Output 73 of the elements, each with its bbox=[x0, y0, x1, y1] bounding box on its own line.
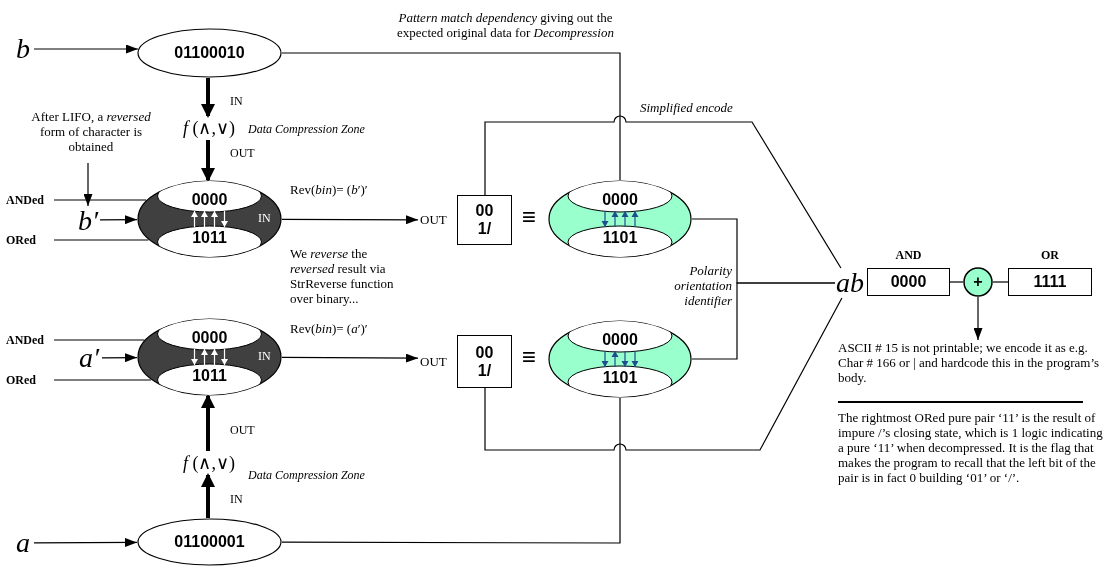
bit-box: 00 1/ bbox=[457, 335, 512, 388]
arrow bbox=[101, 353, 138, 363]
byte-ellipse bbox=[137, 518, 282, 566]
variable-label: b′ bbox=[76, 206, 100, 234]
arrow bbox=[99, 215, 138, 225]
bit-value: 1011 bbox=[191, 229, 228, 247]
bit-box: 0000 bbox=[867, 268, 950, 296]
edge-label: Rev(bin)= (b′)′ bbox=[290, 182, 368, 197]
bit-value: 1101 bbox=[601, 369, 639, 387]
bit-value: 0000 bbox=[601, 331, 639, 349]
arrow bbox=[33, 537, 138, 547]
connector-line bbox=[53, 339, 145, 341]
arrow bbox=[281, 215, 419, 225]
torus-shape bbox=[548, 180, 692, 258]
note-text: The rightmost ORed pure pair ‘11’ is the result of impure /’s closing state, which is 1 logic indicating a pure ‘11’ when decompressed. It is the flag that makes the program to recall that the left bit of the pair is in fact 0 building ‘01’ or ‘/’. bbox=[838, 410, 1104, 485]
side-label: ORed bbox=[6, 231, 54, 249]
connector-line bbox=[949, 281, 964, 283]
variable-label: a bbox=[12, 528, 34, 558]
torus-shape bbox=[137, 180, 282, 258]
bit-box: 1111 bbox=[1008, 268, 1092, 296]
edge-label: Rev(bin)= (a′)′ bbox=[290, 321, 368, 336]
arrow bbox=[281, 353, 419, 363]
function-label: f (∧,∨) bbox=[178, 451, 240, 475]
connector-line bbox=[992, 281, 1009, 283]
connector-line bbox=[691, 282, 836, 360]
arrow bbox=[33, 44, 139, 54]
bit-value: 1011 bbox=[191, 367, 228, 385]
variable-label: ab bbox=[835, 268, 865, 298]
bit-value: 0000 bbox=[190, 329, 229, 347]
note-text: ASCII # 15 is not printable; we encode it as e.g. Char # 166 or | and hardcode this in the program’s body. bbox=[838, 340, 1106, 388]
torus-shape bbox=[548, 320, 692, 398]
arrow bbox=[201, 473, 215, 518]
bit-value: 01100001 bbox=[173, 533, 246, 551]
torus-shape bbox=[137, 318, 282, 396]
arrow bbox=[201, 394, 215, 451]
variable-label: a′ bbox=[76, 343, 102, 373]
port-label: OUT bbox=[420, 212, 447, 228]
connector-line bbox=[484, 297, 843, 451]
xor-circle bbox=[963, 267, 993, 297]
zone-label: Data Compression Zone bbox=[248, 468, 365, 482]
edge-label: Simplified encode bbox=[640, 100, 733, 115]
side-label: ANDed bbox=[6, 191, 54, 209]
gate-label: OR bbox=[1040, 248, 1060, 263]
bit-value: 0000 bbox=[190, 191, 229, 209]
arrow bbox=[201, 78, 215, 118]
arrow bbox=[201, 140, 215, 182]
note-text: We reverse the reversed result via StrReverse function over binary... bbox=[290, 246, 395, 306]
operator-symbol: + bbox=[972, 273, 984, 291]
bit-value: 0000 bbox=[601, 191, 639, 209]
connector-line bbox=[53, 239, 149, 241]
variable-label: b bbox=[12, 34, 34, 64]
port-label: OUT bbox=[420, 353, 447, 370]
gate-label: AND bbox=[894, 248, 923, 263]
byte-ellipse bbox=[137, 28, 282, 78]
bit-box: 00 1/ bbox=[457, 195, 512, 245]
connector-line bbox=[484, 115, 842, 269]
side-label: ANDed bbox=[6, 331, 54, 349]
bit-value: 01100010 bbox=[173, 44, 246, 62]
zone-label: Data Compression Zone bbox=[248, 122, 365, 136]
port-label: IN bbox=[258, 211, 271, 226]
arrow bbox=[973, 296, 983, 341]
connector-line bbox=[281, 52, 621, 181]
port-label: IN bbox=[258, 349, 271, 364]
connector-line bbox=[53, 379, 152, 381]
connector-line bbox=[53, 199, 147, 201]
note-text: After LIFO, a reversed form of character is obtained bbox=[20, 109, 162, 163]
equivalence-sign: ≡ bbox=[522, 344, 536, 370]
equivalence-sign: ≡ bbox=[522, 204, 536, 230]
connector-line bbox=[281, 397, 621, 544]
bit-value: 1101 bbox=[601, 229, 639, 247]
function-label: f (∧,∨) bbox=[178, 116, 240, 140]
arrow bbox=[83, 162, 93, 207]
side-label: ORed bbox=[6, 371, 54, 389]
